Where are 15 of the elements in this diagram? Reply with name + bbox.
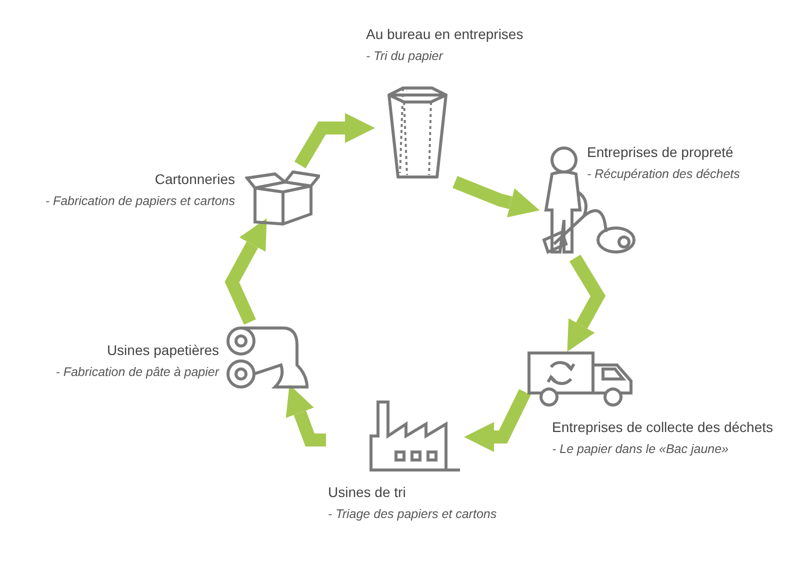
arrow — [464, 389, 531, 452]
step-description: - Fabrication de pâte à papier — [56, 364, 219, 381]
step-description: - Tri du papier — [366, 48, 443, 65]
step-title: Entreprises de propreté — [587, 143, 734, 161]
step-title: Usines papetières — [106, 341, 219, 359]
arrow — [452, 176, 540, 218]
arrow — [286, 384, 326, 446]
step-title: Cartonneries — [154, 170, 235, 188]
step-title: Usines de tri — [328, 483, 406, 501]
step-description: - Triage des papiers et cartons — [328, 506, 497, 523]
step-description: - Fabrication de papiers et cartons — [45, 193, 235, 210]
step-description: - Le papier dans le «Bac jaune» — [552, 441, 729, 458]
step-description: - Récupération des déchets — [587, 166, 740, 183]
step-title: Entreprises de collecte des déchets — [552, 418, 774, 436]
step-title: Au bureau en entreprises — [366, 25, 524, 43]
